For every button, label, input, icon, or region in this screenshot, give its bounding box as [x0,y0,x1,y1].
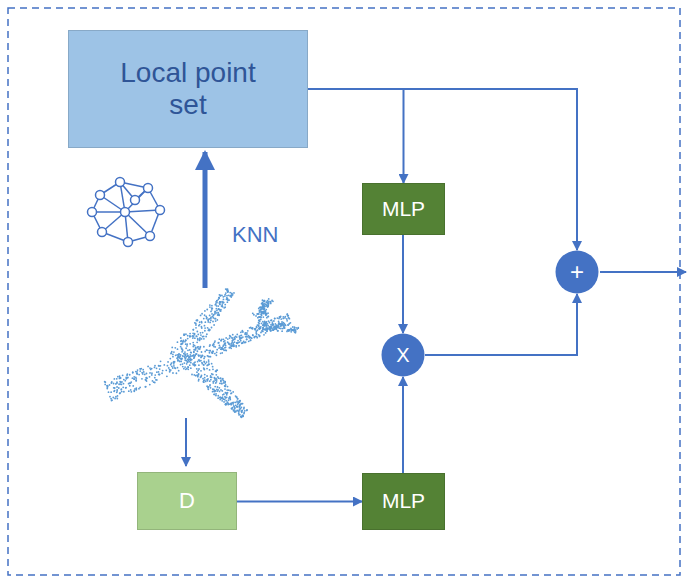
node-text: + [570,258,584,286]
sum-circle: + [555,250,599,294]
connector [425,294,577,355]
operation-label: KNN [232,222,278,248]
output-arrow [600,271,686,273]
dashed-frame [8,8,680,575]
node-text: MLP [382,489,425,513]
knn-arrow [203,152,208,288]
connector [308,89,577,250]
connector [237,501,362,503]
airplane-point-cloud [104,288,299,418]
connector [402,235,404,333]
mlp-box: MLP [362,473,445,530]
node-text: MLP [382,197,425,221]
node-text: Local point set [108,57,268,121]
connector [308,89,404,183]
local-point-set-box: Local point set [68,30,308,148]
product-circle: X [381,333,425,377]
mlp-box: MLP [362,183,445,235]
graph-icon [88,178,165,247]
d-box: D [137,472,237,530]
input-arrow [185,418,187,466]
node-text: D [179,488,195,513]
connector [402,377,404,473]
node-text: X [396,344,409,367]
